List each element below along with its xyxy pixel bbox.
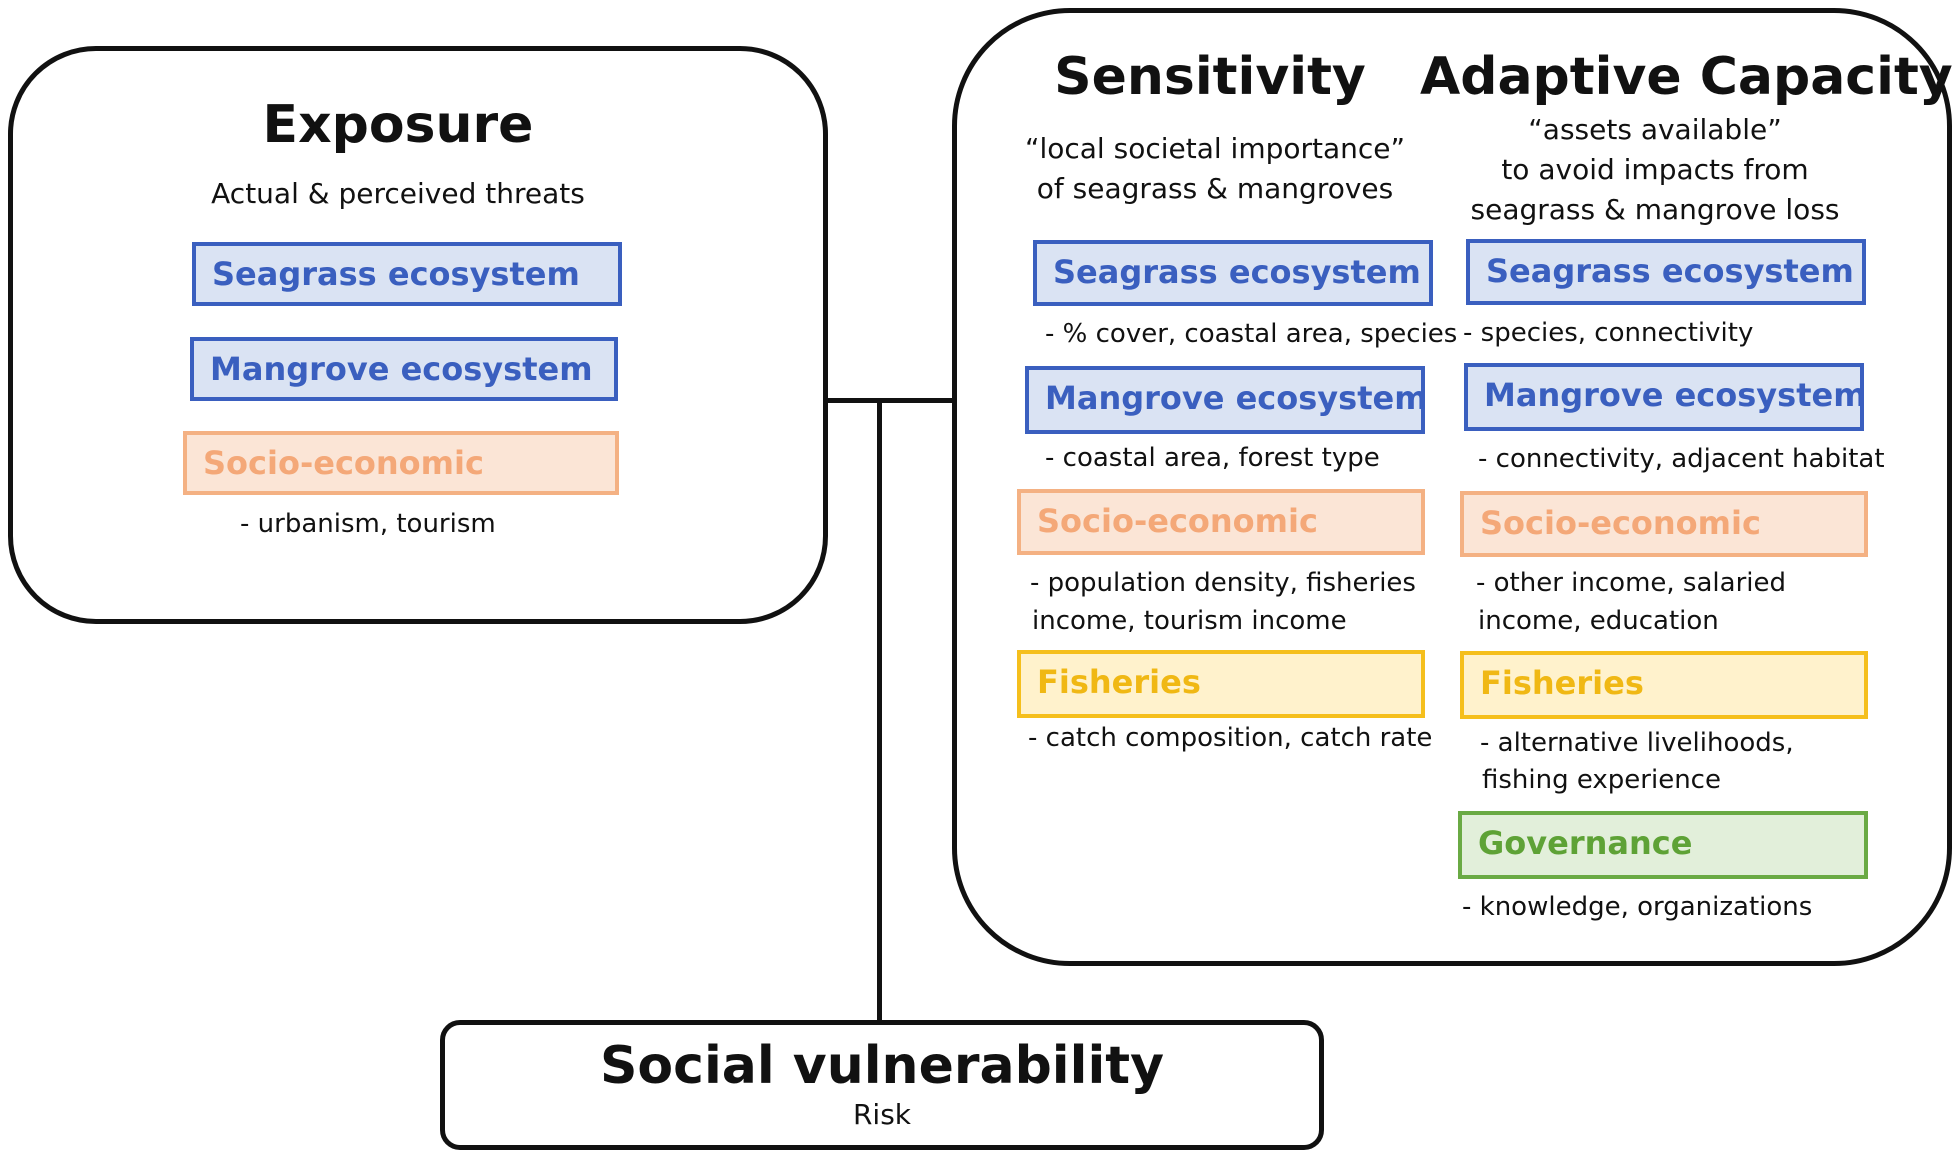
adaptive-fisheries-note-line1: - alternative livelihoods, (1480, 728, 1794, 758)
exposure-title: Exposure (262, 95, 534, 155)
adaptive-capacity-title: Adaptive Capacity (1420, 47, 1953, 107)
exposure-mangrove-box: Mangrove ecosystem (190, 337, 618, 401)
connector-vertical (877, 398, 882, 1022)
adaptive-mangrove-note: - connectivity, adjacent habitat (1478, 444, 1885, 474)
adaptive-socio-economic-note-line1: - other income, salaried (1476, 568, 1786, 598)
sensitivity-adaptive-capacity-panel (952, 8, 1952, 966)
exposure-socio-economic-box: Socio-economic (183, 431, 619, 495)
social-vulnerability-title: Social vulnerability (599, 1036, 1165, 1096)
adaptive-fisheries-box: Fisheries (1460, 651, 1868, 719)
sensitivity-fisheries-note: - catch composition, catch rate (1028, 723, 1433, 753)
sensitivity-mangrove-note: - coastal area, forest type (1045, 443, 1380, 473)
social-vulnerability-subtitle: Risk (852, 1098, 912, 1131)
adaptive-governance-box: Governance (1458, 811, 1868, 879)
sensitivity-seagrass-box: Seagrass ecosystem (1033, 240, 1433, 306)
sensitivity-subtitle-line1: “local societal importance” (1024, 132, 1406, 165)
adaptive-seagrass-box: Seagrass ecosystem (1466, 239, 1866, 305)
exposure-subtitle: Actual & perceived threats (211, 177, 585, 210)
adaptive-capacity-subtitle-line2: to avoid impacts from (1501, 153, 1809, 186)
social-vulnerability-panel (440, 1020, 1324, 1150)
connector-horizontal (826, 398, 954, 403)
sensitivity-socio-economic-note-line1: - population density, fisheries (1030, 568, 1416, 598)
adaptive-socio-economic-note-line2: income, education (1478, 606, 1719, 636)
adaptive-capacity-subtitle-line1: “assets available” (1528, 113, 1782, 146)
sensitivity-subtitle-line2: of seagrass & mangroves (1036, 172, 1394, 205)
sensitivity-seagrass-note: - % cover, coastal area, species (1045, 319, 1458, 349)
adaptive-mangrove-box: Mangrove ecosystem (1464, 363, 1864, 431)
exposure-seagrass-box: Seagrass ecosystem (192, 242, 622, 306)
adaptive-socio-economic-box: Socio-economic (1460, 491, 1868, 557)
sensitivity-title: Sensitivity (1054, 47, 1366, 107)
exposure-socio-economic-note: - urbanism, tourism (240, 509, 496, 539)
exposure-panel (8, 46, 828, 624)
adaptive-fisheries-note-line2: fishing experience (1482, 765, 1721, 795)
sensitivity-fisheries-box: Fisheries (1017, 650, 1425, 718)
adaptive-capacity-subtitle-line3: seagrass & mangrove loss (1470, 193, 1840, 226)
sensitivity-socio-economic-box: Socio-economic (1017, 489, 1425, 555)
sensitivity-socio-economic-note-line2: income, tourism income (1032, 606, 1347, 636)
adaptive-governance-note: - knowledge, organizations (1462, 892, 1813, 922)
adaptive-seagrass-note: - species, connectivity (1463, 318, 1754, 348)
sensitivity-mangrove-box: Mangrove ecosystem (1025, 366, 1425, 434)
